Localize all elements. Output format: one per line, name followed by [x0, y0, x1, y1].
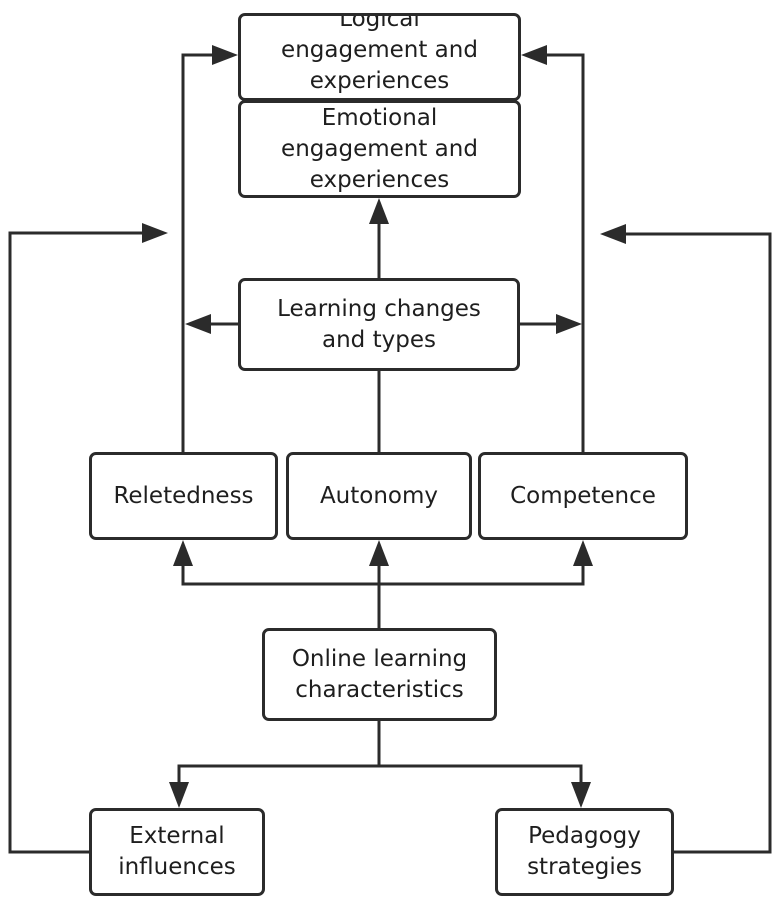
connector-down-bar — [177, 764, 583, 790]
node-emotional-label: Emotional engagement and experiences — [281, 104, 478, 193]
arrowhead-into-emotional — [369, 198, 389, 224]
arrowhead-into-autonomy — [369, 540, 389, 566]
arrowhead-into-pedagogy — [571, 782, 591, 808]
node-external-influences: External influences — [89, 808, 265, 896]
node-emotional-engagement: Emotional engagement and experiences — [238, 100, 521, 198]
node-autonomy: Autonomy — [286, 452, 472, 540]
arrowhead-into-reletedness — [173, 540, 193, 566]
node-learning-changes: Learning changes and types — [238, 278, 520, 371]
connector-reletedness-to-logical — [181, 53, 220, 452]
arrowhead-into-logical-left — [212, 45, 238, 65]
node-pedagogy-strategies: Pedagogy strategies — [495, 808, 674, 896]
connector-competence-to-logical — [540, 53, 585, 452]
arrowhead-into-competence — [573, 540, 593, 566]
node-online-learning-label: Online learning characteristics — [291, 645, 468, 703]
node-autonomy-label: Autonomy — [319, 482, 439, 509]
node-competence-label: Competence — [510, 482, 656, 509]
arrowhead-learning-right — [556, 314, 582, 334]
connector-external-feedback — [8, 231, 148, 854]
arrowhead-external-feedback — [142, 223, 168, 243]
connector-branch-bar — [181, 562, 585, 586]
arrowhead-pedagogy-feedback — [600, 224, 626, 244]
connector-pedagogy-feedback — [620, 232, 772, 854]
node-reletedness: Reletedness — [89, 452, 278, 540]
node-reletedness-label: Reletedness — [113, 482, 254, 509]
arrowhead-into-external — [169, 782, 189, 808]
node-competence: Competence — [478, 452, 688, 540]
node-learning-changes-label: Learning changes and types — [277, 295, 481, 353]
node-logical-engagement: Logical engagement and experiences — [238, 13, 521, 101]
arrowhead-into-logical-right — [521, 45, 547, 65]
node-external-label: External influences — [118, 823, 236, 880]
arrowhead-learning-left — [185, 314, 211, 334]
node-logical-label: Logical engagement and experiences — [281, 13, 478, 94]
node-online-learning: Online learning characteristics — [262, 628, 497, 721]
node-pedagogy-label: Pedagogy strategies — [527, 823, 642, 880]
